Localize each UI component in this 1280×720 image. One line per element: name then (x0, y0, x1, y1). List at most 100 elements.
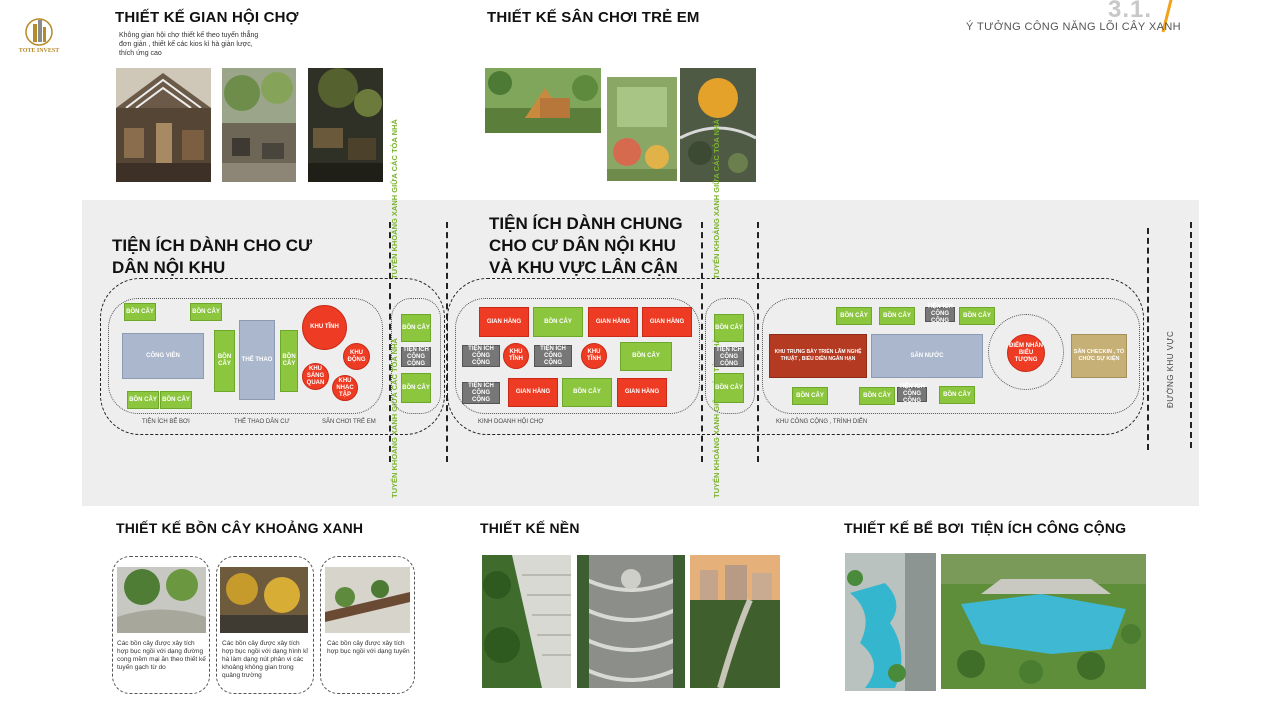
planter-box: BỒN CÂY (620, 342, 672, 371)
public-utility-box: TIỆN ÍCH CÔNG CỘNG (714, 347, 744, 367)
public-utility-box: TIỆN ÍCH CÔNG CỘNG (462, 345, 500, 367)
planter-box: BỒN CÂY (714, 373, 744, 403)
public-utility-box: TIỆN ÍCH CÔNG CỘNG (401, 347, 431, 367)
booth-box: GIAN HÀNG (588, 307, 638, 337)
diagram-title-left-line-1: TIỆN ÍCH DÀNH CHO CƯ (112, 236, 313, 255)
diagram-title-left: TIỆN ÍCH DÀNH CHO CƯ DÂN NỘI KHU (112, 235, 312, 279)
planter-box: BỒN CÂY (939, 386, 975, 404)
quiet-zone: KHU TĨNH (302, 305, 347, 350)
exhibition-area: KHU TRƯNG BÀY TRIỂN LÃM NGHỆ THUẬT , BIỂ… (769, 334, 867, 378)
floor-photo-1 (482, 555, 571, 688)
floor-photo-2 (577, 555, 685, 688)
planter-card-2-text: Các bồn cây được xây tích hợp bục ngồi v… (222, 640, 308, 679)
quiet-zone: KHU TĨNH (581, 343, 607, 369)
separator-line-1 (389, 222, 391, 462)
logo-text: TOTE INVEST (18, 48, 60, 54)
left-inner-area (108, 298, 383, 414)
planter-card-3-text: Các bồn cây được xây tích hợp bục ngồi v… (327, 640, 410, 655)
playground-photo-2 (607, 77, 677, 181)
public-section-title: TIỆN ÍCH CÔNG CỘNG (971, 520, 1127, 536)
public-utility-box: TIỆN ÍCH CÔNG CỘNG (534, 345, 572, 367)
left-zone-outline (100, 278, 445, 435)
planter-box: BỒN CÂY (959, 307, 995, 325)
diagram-title-left-line-2: DÂN NỘI KHU (112, 258, 226, 277)
separator-line-6 (1190, 222, 1192, 448)
planter-card-2-photo (220, 567, 308, 633)
quiet-zone: KHU TĨNH (503, 343, 529, 369)
page-accent-slash (1158, 0, 1176, 36)
corridor-1-area (391, 298, 441, 414)
planter-card-1-photo (117, 567, 206, 633)
planter-box: BỒN CÂY (879, 307, 915, 325)
separator-line-5 (1147, 228, 1149, 450)
logo-icon (16, 14, 62, 62)
planter-box: BỒN CÂY (401, 314, 431, 342)
public-utility-box: TIỆN ÍCH CÔNG CỘNG (925, 304, 955, 324)
landmark-ring (988, 314, 1064, 390)
planter-section-title: THIẾT KẾ BỒN CÂY KHOẢNG XANH (116, 520, 364, 536)
pool-photo (845, 553, 936, 691)
active-zone: KHU ĐỘNG (343, 343, 370, 370)
diagram-title-middle-line-2: CHO CƯ DÂN NỘI KHU (489, 236, 676, 255)
booth-box: GIAN HÀNG (642, 307, 692, 337)
checkin-yard: SÂN CHECKIN , TỔ CHỨC SỰ KIỆN (1071, 334, 1127, 378)
planter-box: BỒN CÂY (533, 307, 583, 337)
corridor-label-1-top: TUYẾN KHOẢNG XANH GIỮA CÁC TÒA NHÀ (390, 119, 399, 279)
fair-photo-1 (116, 68, 211, 182)
planter-box: BỒN CÂY (190, 303, 222, 321)
page-subtitle: Ý TƯỞNG CÔNG NĂNG LÕI CÂY XANH (966, 21, 1182, 33)
corridor-label-2-bottom: TUYẾN KHOẢNG XANH GIỮA CÁC TÒA NHÀ (712, 338, 721, 498)
page-number: 3.1. (1108, 0, 1153, 23)
zone-caption-pool: TIỆN ÍCH BỂ BƠI (142, 419, 190, 425)
zone-caption-sport: THỂ THAO DÂN CƯ (234, 419, 290, 425)
planter-box: BỒN CÂY (214, 330, 235, 392)
planter-box: BỒN CÂY (714, 314, 744, 342)
landmark-highlight: ĐIỂM NHẤN BIỂU TƯỢNG (1007, 334, 1045, 372)
public-utility-box: TIỆN ÍCH CÔNG CỘNG (897, 384, 927, 404)
planter-box: BỒN CÂY (401, 373, 431, 403)
zone-caption-fair: KINH DOANH HỘI CHỢ (478, 419, 544, 425)
zone-caption-public: KHU CÔNG CỘNG , TRÌNH DIỄN (776, 419, 868, 425)
floor-section-title: THIẾT KẾ NỀN (480, 520, 580, 536)
road-label: ĐƯỜNG KHU VỰC (1166, 330, 1175, 408)
planter-card-3-photo (325, 567, 410, 633)
corridor-label-1-bottom: TUYẾN KHOẢNG XANH GIỮA CÁC TÒA NHÀ (390, 338, 399, 498)
public-utility-box: TIỆN ÍCH CÔNG CỘNG (462, 382, 500, 404)
water-yard: SÂN NƯỚC (871, 334, 983, 378)
diagram-title-middle-line-3: VÀ KHU VỰC LÂN CẬN (489, 258, 678, 277)
playground-photo-1 (485, 68, 601, 133)
planter-box: BỒN CÂY (836, 307, 872, 325)
zone-caption-kids: SÂN CHƠI TRẺ EM (322, 419, 376, 425)
fair-section-title: THIẾT KẾ GIAN HỘI CHỢ (115, 9, 299, 26)
viewing-zone: KHU SÁNG QUAN (302, 363, 329, 390)
public-photo (941, 554, 1146, 689)
planter-box: BỒN CÂY (562, 378, 612, 407)
fair-photo-3 (308, 68, 383, 182)
planter-box: BỒN CÂY (859, 387, 895, 405)
public-inner-area (762, 298, 1140, 414)
corridor-2-area (705, 298, 755, 414)
planter-box: BỒN CÂY (127, 391, 159, 409)
planter-box: BỒN CÂY (280, 330, 298, 392)
playground-section-title: THIẾT KẾ SÂN CHƠI TRẺ EM (487, 9, 700, 26)
planter-box: BỒN CÂY (160, 391, 192, 409)
sport-area: THỂ THAO (239, 320, 275, 400)
planter-box: BỒN CÂY (792, 387, 828, 405)
right-zone-outline (447, 278, 1144, 435)
corridor-label-2-top: TUYẾN KHOẢNG XANH GIỮA CÁC TÒA NHÀ (712, 119, 721, 279)
music-zone: KHU NHẠC TẬP (332, 375, 358, 401)
fair-section-note: Không gian hội chợ thiết kế theo tuyến t… (119, 32, 259, 57)
booth-box: GIAN HÀNG (479, 307, 529, 337)
diagram-title-middle-line-1: TIỆN ÍCH DÀNH CHUNG (489, 214, 683, 233)
fair-inner-area (455, 298, 700, 414)
planter-card-1-text: Các bồn cây được xây tích hợp bục ngồi v… (117, 640, 206, 671)
separator-line-4 (757, 222, 759, 462)
booth-box: GIAN HÀNG (617, 378, 667, 407)
pool-section-title: THIẾT KẾ BỂ BƠI (844, 520, 964, 536)
diagram-title-middle: TIỆN ÍCH DÀNH CHUNG CHO CƯ DÂN NỘI KHU V… (489, 213, 683, 279)
floor-photo-3 (690, 555, 780, 688)
separator-line-3 (701, 222, 703, 462)
park-area: CÔNG VIÊN (122, 333, 204, 379)
fair-photo-2 (222, 68, 296, 182)
playground-photo-3 (680, 68, 756, 182)
